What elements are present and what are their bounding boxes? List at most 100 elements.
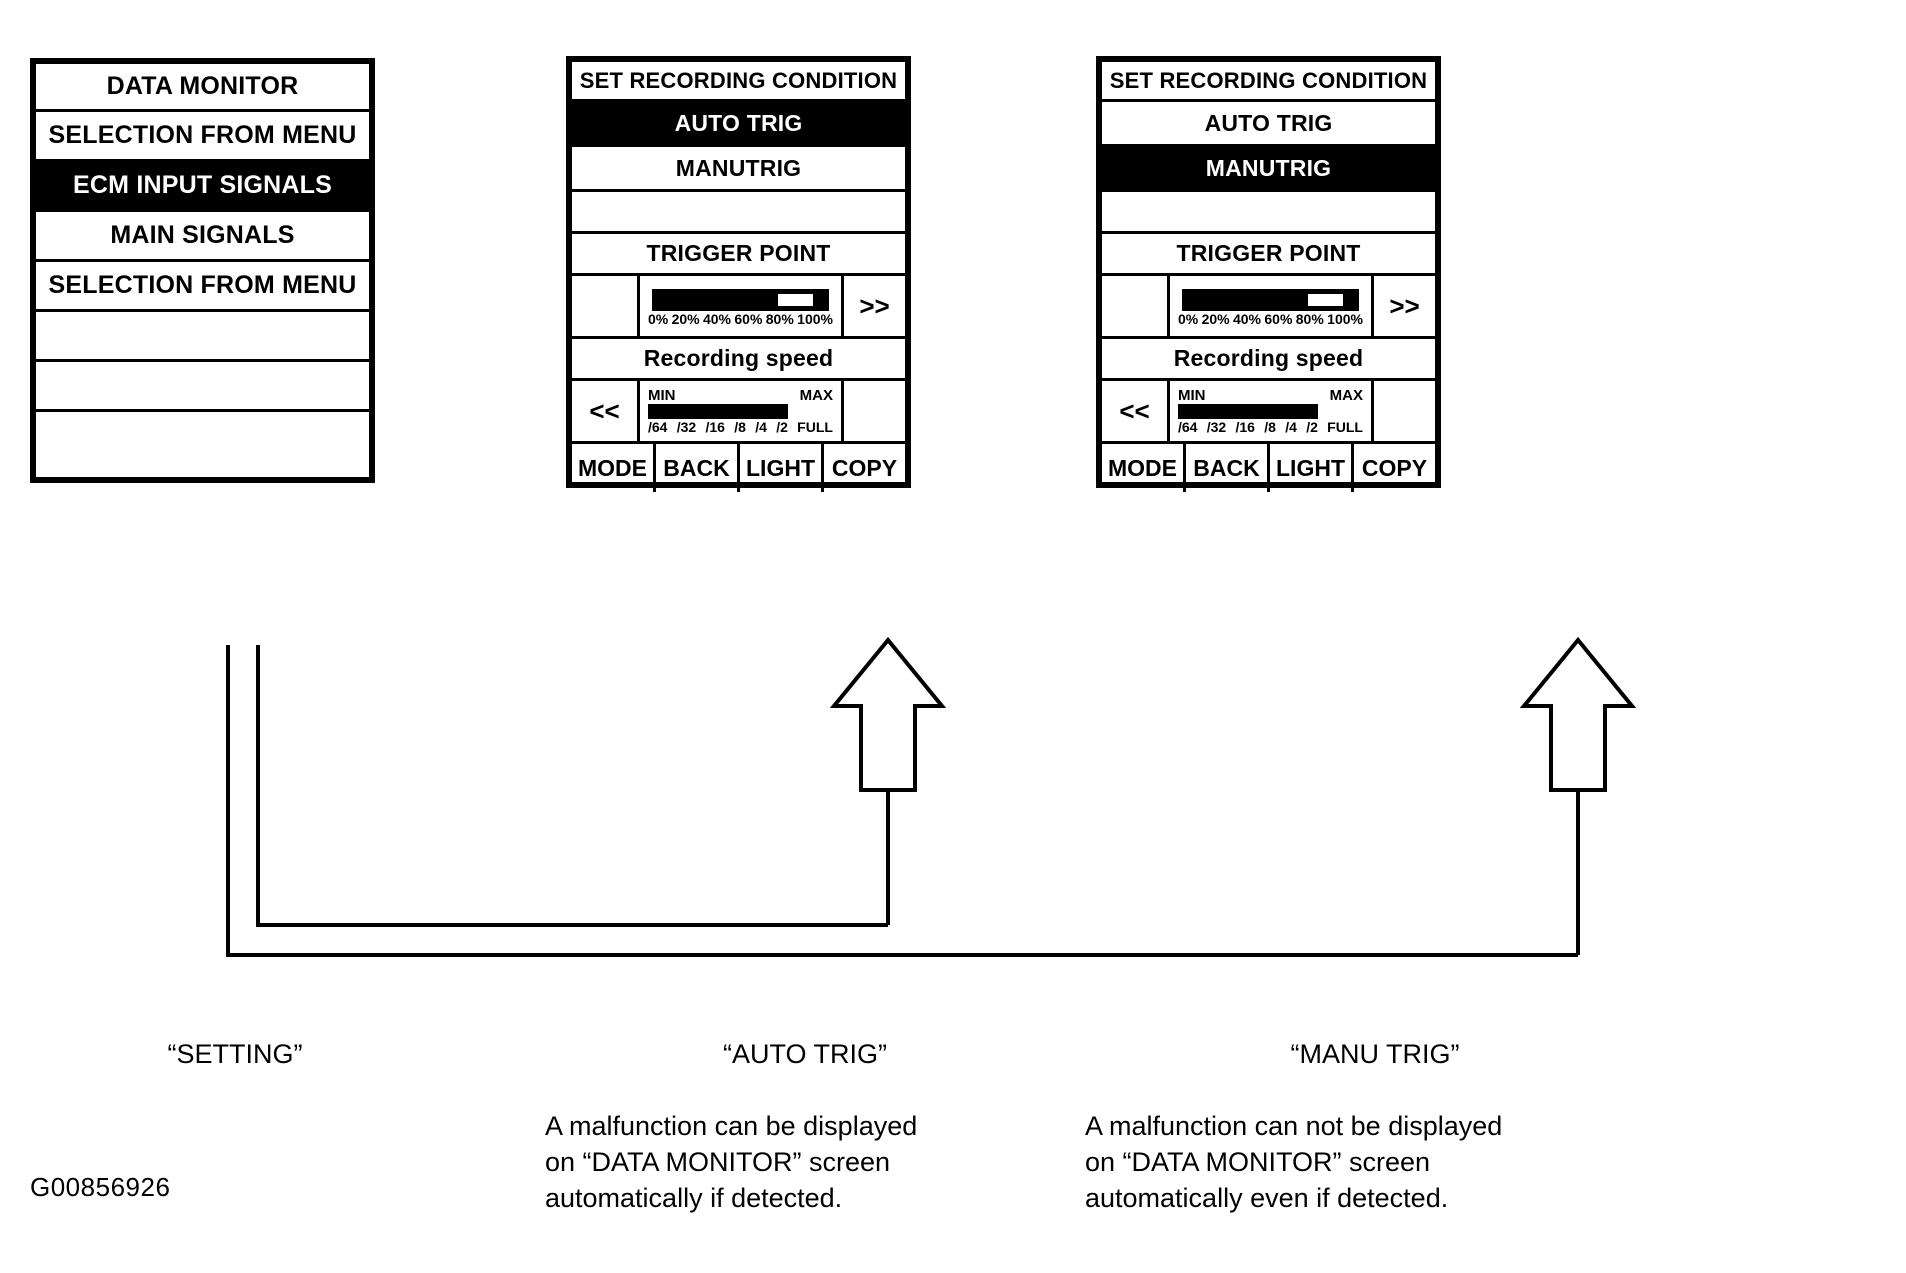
recording-speed-label-row: Recording speed bbox=[1102, 339, 1435, 381]
option-label: MANUTRIG bbox=[1205, 154, 1332, 181]
data-monitor-row-empty-1[interactable] bbox=[36, 312, 369, 362]
recording-speed-min-label: MIN bbox=[1178, 387, 1206, 404]
arrow-up-manu-trig bbox=[1519, 636, 1637, 792]
data-monitor-row-main-signals[interactable]: MAIN SIGNALS bbox=[36, 212, 369, 262]
recording-speed-bar[interactable] bbox=[648, 404, 788, 419]
trigger-point-cursor[interactable] bbox=[1305, 291, 1345, 308]
softkey-copy[interactable]: COPY bbox=[824, 444, 905, 492]
softkey-copy[interactable]: COPY bbox=[1354, 444, 1435, 492]
scale-tick: 40% bbox=[1232, 310, 1262, 327]
trigger-point-label-row: TRIGGER POINT bbox=[572, 234, 905, 276]
recording-speed-minmax: MIN MAX bbox=[1176, 388, 1365, 403]
recording-speed-right-pad bbox=[1371, 381, 1435, 441]
softkey-row: MODE BACK LIGHT COPY bbox=[1102, 444, 1435, 492]
recording-speed-prev-button[interactable]: << bbox=[1102, 381, 1170, 441]
option-empty[interactable] bbox=[1102, 192, 1435, 234]
trigger-point-scale: 0% 20% 40% 60% 80% 100% bbox=[646, 312, 835, 326]
scale-tick: /64 bbox=[1178, 419, 1198, 435]
recording-speed-label: Recording speed bbox=[1173, 345, 1364, 371]
softkey-label: MODE bbox=[1108, 454, 1177, 481]
set-recording-condition-screen-manu-trig: SET RECORDING CONDITION AUTO TRIG MANUTR… bbox=[1096, 56, 1441, 492]
scale-tick: 80% bbox=[1295, 310, 1324, 327]
data-monitor-row-ecm-input-signals[interactable]: ECM INPUT SIGNALS bbox=[36, 162, 369, 212]
softkey-label: BACK bbox=[1193, 454, 1260, 481]
trigger-point-slider[interactable]: 0% 20% 40% 60% 80% 100% bbox=[1170, 276, 1371, 336]
softkey-mode[interactable]: MODE bbox=[1102, 444, 1186, 492]
softkey-back[interactable]: BACK bbox=[656, 444, 740, 492]
trigger-point-next-label: >> bbox=[859, 290, 890, 321]
recording-speed-min-label: MIN bbox=[648, 387, 676, 404]
recording-speed-slider[interactable]: MIN MAX /64 /32 /16 /8 /4 /2 FULL bbox=[1170, 381, 1371, 441]
scale-tick: FULL bbox=[797, 419, 833, 435]
softkey-mode[interactable]: MODE bbox=[572, 444, 656, 492]
panel-title: SET RECORDING CONDITION bbox=[1102, 62, 1435, 102]
option-empty[interactable] bbox=[572, 192, 905, 234]
data-monitor-screen: DATA MONITOR SELECTION FROM MENU ECM INP… bbox=[30, 58, 375, 483]
recording-speed-label: Recording speed bbox=[643, 345, 834, 371]
recording-speed-bar[interactable] bbox=[1178, 404, 1318, 419]
option-manu-trig[interactable]: MANUTRIG bbox=[572, 147, 905, 192]
scale-tick: 0% bbox=[648, 310, 669, 327]
trigger-point-next-button[interactable]: >> bbox=[1371, 276, 1435, 336]
softkey-label: LIGHT bbox=[1276, 454, 1345, 481]
scale-tick: 20% bbox=[671, 310, 700, 327]
data-monitor-row-selection-2[interactable]: SELECTION FROM MENU bbox=[36, 262, 369, 312]
scale-tick: 40% bbox=[702, 310, 732, 327]
option-label: AUTO TRIG bbox=[1204, 109, 1333, 136]
trigger-point-label: TRIGGER POINT bbox=[646, 240, 831, 266]
scale-tick: /2 bbox=[1306, 419, 1318, 435]
recording-speed-label-row: Recording speed bbox=[572, 339, 905, 381]
option-manu-trig[interactable]: MANUTRIG bbox=[1102, 147, 1435, 192]
arrow-up-auto-trig bbox=[829, 636, 947, 792]
trigger-point-bar[interactable] bbox=[1182, 288, 1359, 311]
scale-tick: 0% bbox=[1178, 310, 1199, 327]
softkey-back[interactable]: BACK bbox=[1186, 444, 1270, 492]
softkey-label: LIGHT bbox=[746, 454, 815, 481]
caption-setting-title: “SETTING” bbox=[167, 1039, 303, 1069]
scale-tick: /2 bbox=[776, 419, 788, 435]
option-auto-trig[interactable]: AUTO TRIG bbox=[1102, 102, 1435, 147]
trigger-point-next-button[interactable]: >> bbox=[841, 276, 905, 336]
recording-speed-prev-label: << bbox=[589, 395, 620, 426]
data-monitor-row-label: DATA MONITOR bbox=[106, 72, 299, 100]
figure-id-code: G00856926 bbox=[30, 1172, 171, 1202]
softkey-label: COPY bbox=[831, 454, 898, 481]
trigger-point-scale: 0% 20% 40% 60% 80% 100% bbox=[1176, 312, 1365, 326]
panel-title-label: SET RECORDING CONDITION bbox=[1109, 67, 1428, 93]
scale-tick: 100% bbox=[1327, 310, 1363, 327]
scale-tick: /8 bbox=[734, 419, 746, 435]
scale-tick: 100% bbox=[797, 310, 833, 327]
option-label: AUTO TRIG bbox=[674, 109, 803, 136]
caption-manu-trig-title: “MANU TRIG” bbox=[1290, 1039, 1460, 1069]
scale-tick: FULL bbox=[1327, 419, 1363, 435]
caption-manu-trig: “MANU TRIG” A malfunction can not be dis… bbox=[1085, 1000, 1665, 1252]
caption-setting: “SETTING” bbox=[60, 1000, 410, 1108]
softkey-label: BACK bbox=[663, 454, 730, 481]
data-monitor-row-empty-3[interactable] bbox=[36, 412, 369, 462]
recording-speed-prev-label: << bbox=[1119, 395, 1150, 426]
softkey-row: MODE BACK LIGHT COPY bbox=[572, 444, 905, 492]
panel-title: SET RECORDING CONDITION bbox=[572, 62, 905, 102]
trigger-point-cursor[interactable] bbox=[775, 291, 815, 308]
data-monitor-row-empty-2[interactable] bbox=[36, 362, 369, 412]
option-auto-trig[interactable]: AUTO TRIG bbox=[572, 102, 905, 147]
trigger-point-next-label: >> bbox=[1389, 290, 1420, 321]
scale-tick: /32 bbox=[1206, 419, 1227, 435]
trigger-point-bar[interactable] bbox=[652, 288, 829, 311]
scale-tick: 80% bbox=[765, 310, 794, 327]
data-monitor-row-selection-1[interactable]: SELECTION FROM MENU bbox=[36, 112, 369, 162]
data-monitor-row-label: ECM INPUT SIGNALS bbox=[73, 171, 332, 199]
trigger-point-slider[interactable]: 0% 20% 40% 60% 80% 100% bbox=[640, 276, 841, 336]
data-monitor-row-label: MAIN SIGNALS bbox=[110, 221, 295, 249]
caption-auto-trig-title: “AUTO TRIG” bbox=[722, 1039, 887, 1069]
option-label: MANUTRIG bbox=[675, 154, 802, 181]
recording-speed-prev-button[interactable]: << bbox=[572, 381, 640, 441]
softkey-light[interactable]: LIGHT bbox=[740, 444, 824, 492]
scale-tick: /4 bbox=[1285, 419, 1297, 435]
recording-speed-slider[interactable]: MIN MAX /64 /32 /16 /8 /4 /2 FULL bbox=[640, 381, 841, 441]
recording-speed-scale: /64 /32 /16 /8 /4 /2 FULL bbox=[646, 420, 835, 434]
softkey-light[interactable]: LIGHT bbox=[1270, 444, 1354, 492]
scale-tick: /32 bbox=[676, 419, 697, 435]
scale-tick: /8 bbox=[1264, 419, 1276, 435]
scale-tick: /16 bbox=[1235, 419, 1255, 435]
